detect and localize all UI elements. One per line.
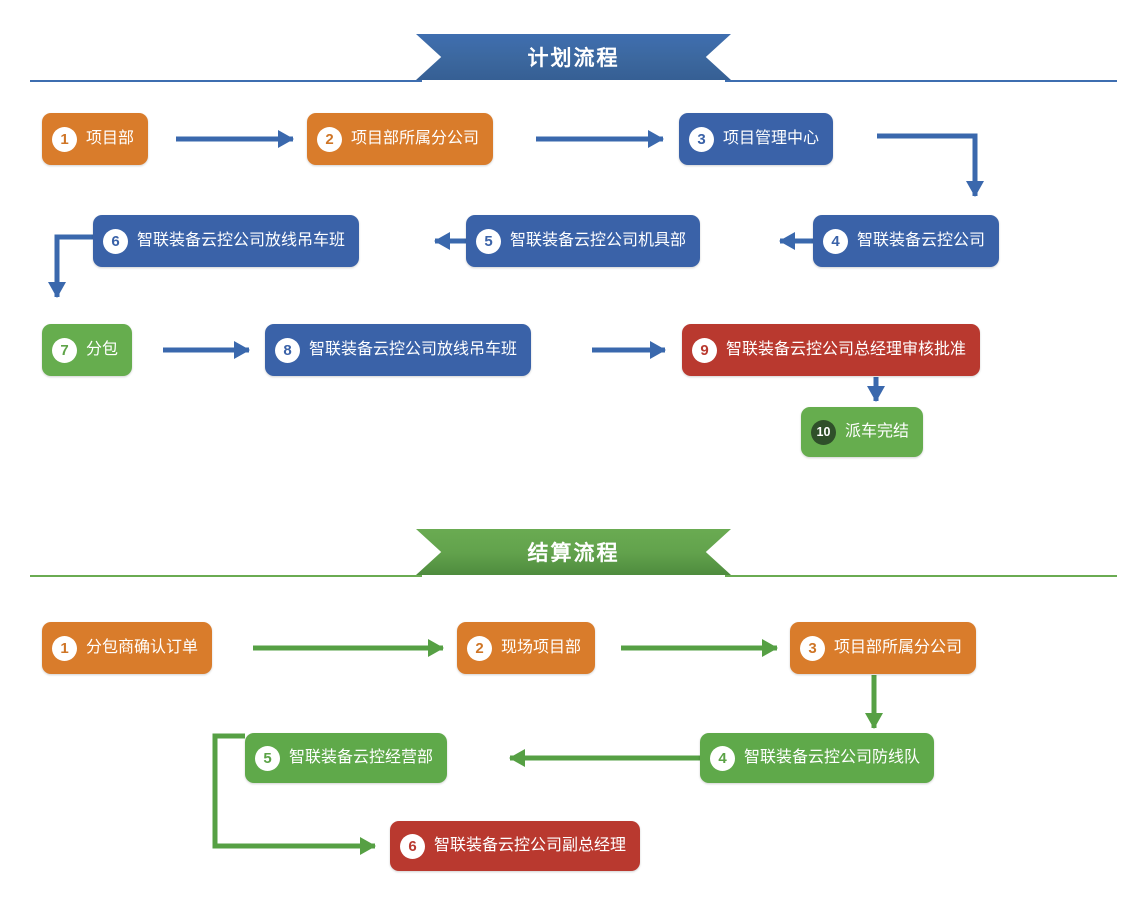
settlement-section-title: 结算流程 bbox=[416, 529, 731, 575]
node-badge: 1 bbox=[52, 635, 77, 661]
node-badge: 9 bbox=[692, 337, 717, 363]
node-plan-9[interactable]: 9 智联装备云控公司总经理审核批准 bbox=[682, 324, 981, 376]
node-label: 项目部所属分公司 bbox=[351, 129, 480, 147]
node-badge: 2 bbox=[467, 635, 492, 661]
node-badge: 5 bbox=[255, 745, 280, 771]
node-label: 智联装备云控公司机具部 bbox=[510, 231, 687, 249]
node-label: 分包 bbox=[86, 340, 119, 358]
node-label: 项目部所属分公司 bbox=[834, 638, 963, 656]
node-badge: 7 bbox=[52, 337, 77, 363]
node-badge: 4 bbox=[710, 745, 735, 771]
node-label: 智联装备云控公司放线吊车班 bbox=[137, 231, 346, 249]
node-label: 智联装备云控公司放线吊车班 bbox=[309, 340, 518, 358]
node-plan-3[interactable]: 3 项目管理中心 bbox=[679, 113, 834, 165]
connector-plan-3-4 bbox=[877, 133, 984, 197]
node-settle-1[interactable]: 1 分包商确认订单 bbox=[42, 622, 213, 674]
node-plan-10[interactable]: 10 派车完结 bbox=[801, 407, 924, 457]
node-badge: 10 bbox=[811, 419, 836, 445]
node-label: 现场项目部 bbox=[501, 638, 582, 656]
node-plan-7[interactable]: 7 分包 bbox=[42, 324, 133, 376]
connector-plan-6-7 bbox=[48, 234, 93, 298]
node-plan-8[interactable]: 8 智联装备云控公司放线吊车班 bbox=[265, 324, 532, 376]
node-label: 智联装备云控经营部 bbox=[289, 748, 434, 766]
node-badge: 3 bbox=[689, 126, 714, 152]
node-settle-2[interactable]: 2 现场项目部 bbox=[457, 622, 596, 674]
node-settle-6[interactable]: 6 智联装备云控公司副总经理 bbox=[390, 821, 641, 871]
plan-rule-left bbox=[30, 80, 422, 82]
settlement-section-header: 结算流程 bbox=[416, 529, 731, 575]
node-badge: 3 bbox=[800, 635, 825, 661]
node-plan-6[interactable]: 6 智联装备云控公司放线吊车班 bbox=[93, 215, 360, 267]
node-label: 分包商确认订单 bbox=[86, 638, 199, 656]
node-label: 智联装备云控公司 bbox=[857, 231, 986, 249]
plan-section-header: 计划流程 bbox=[416, 34, 731, 80]
node-label: 智联装备云控公司副总经理 bbox=[434, 836, 627, 854]
settlement-rule-right bbox=[725, 575, 1117, 577]
node-badge: 6 bbox=[103, 228, 128, 254]
settlement-rule-left bbox=[30, 575, 422, 577]
node-label: 派车完结 bbox=[845, 422, 910, 440]
node-label: 智联装备云控公司防线队 bbox=[744, 748, 921, 766]
node-badge: 4 bbox=[823, 228, 848, 254]
node-plan-5[interactable]: 5 智联装备云控公司机具部 bbox=[466, 215, 701, 267]
node-plan-2[interactable]: 2 项目部所属分公司 bbox=[307, 113, 494, 165]
node-badge: 1 bbox=[52, 126, 77, 152]
node-badge: 2 bbox=[317, 126, 342, 152]
node-badge: 8 bbox=[275, 337, 300, 363]
node-badge: 5 bbox=[476, 228, 501, 254]
plan-rule-right bbox=[725, 80, 1117, 82]
node-settle-4[interactable]: 4 智联装备云控公司防线队 bbox=[700, 733, 935, 783]
node-plan-4[interactable]: 4 智联装备云控公司 bbox=[813, 215, 1000, 267]
node-label: 项目管理中心 bbox=[723, 129, 820, 147]
node-settle-3[interactable]: 3 项目部所属分公司 bbox=[790, 622, 977, 674]
node-badge: 6 bbox=[400, 833, 425, 859]
node-label: 智联装备云控公司总经理审核批准 bbox=[726, 340, 967, 358]
node-label: 项目部 bbox=[86, 129, 135, 147]
node-plan-1[interactable]: 1 项目部 bbox=[42, 113, 149, 165]
plan-section-title: 计划流程 bbox=[416, 34, 731, 80]
node-settle-5[interactable]: 5 智联装备云控经营部 bbox=[245, 733, 448, 783]
